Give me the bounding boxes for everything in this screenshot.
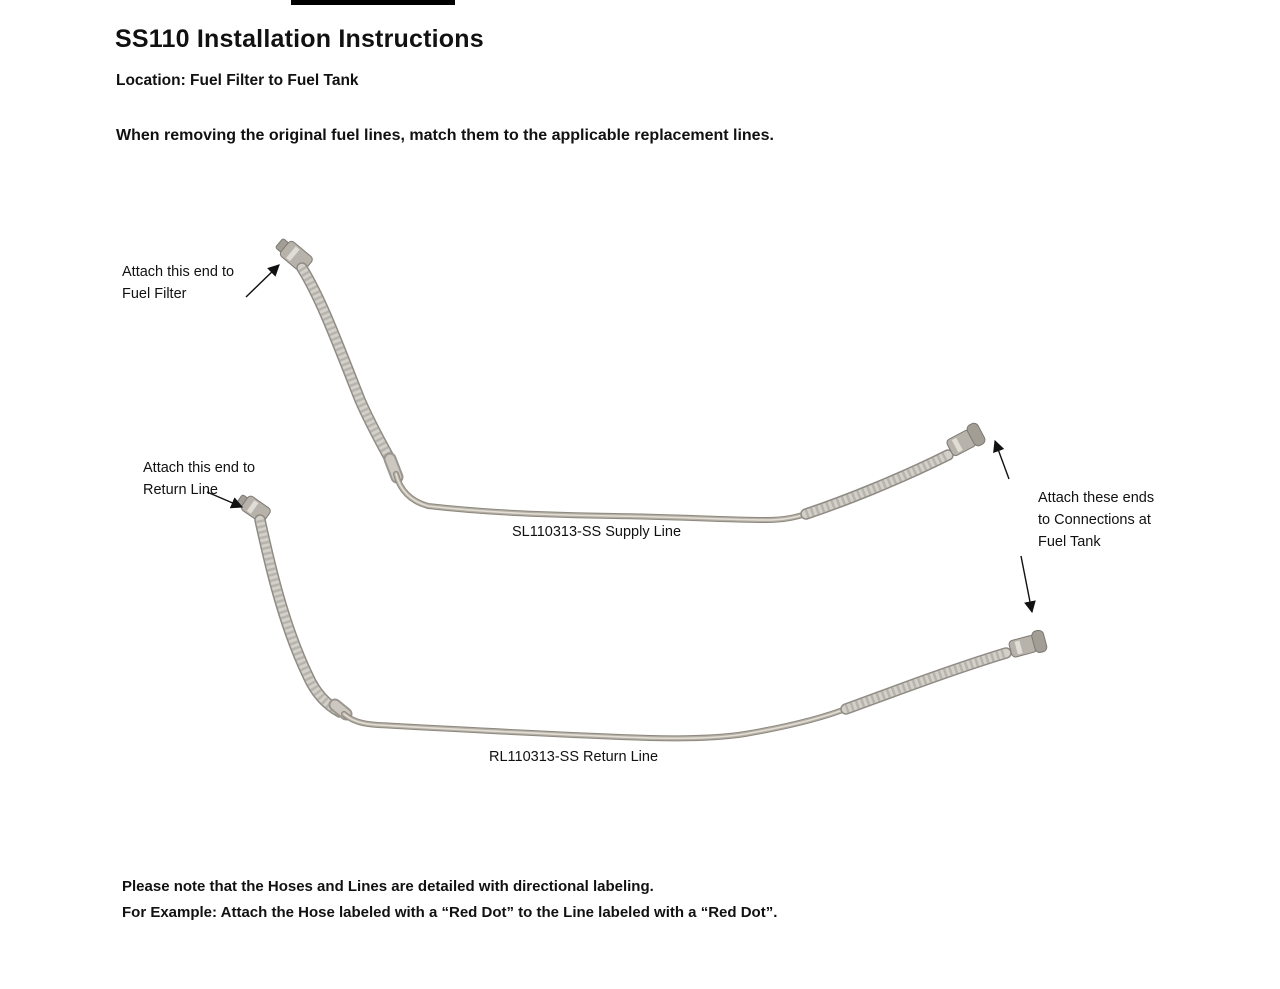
location-subtitle: Location: Fuel Filter to Fuel Tank — [116, 72, 359, 89]
page-title: SS110 Installation Instructions — [115, 25, 484, 53]
intro-instruction: When removing the original fuel lines, m… — [116, 127, 774, 144]
arrow-to-return-tank-end — [1020, 555, 1036, 614]
cropped-logo-artifact — [291, 0, 455, 5]
callout-return-line: Attach this end to Return Line — [143, 460, 256, 498]
return-line-label: RL110313-SS Return Line — [489, 749, 659, 765]
arrow-to-supply-tank-end — [993, 439, 1010, 480]
return-braided-hose-right — [840, 647, 1012, 715]
return-line-graphic — [236, 494, 1048, 742]
note-directional-labeling: Please note that the Hoses and Lines are… — [122, 878, 654, 895]
return-steel-tube — [341, 705, 851, 742]
supply-line-label: SL110313-SS Supply Line — [512, 524, 682, 540]
callout-arrows — [206, 264, 1036, 614]
supply-right-fitting — [946, 422, 986, 457]
supply-braided-hose-left — [296, 262, 397, 467]
supply-braided-hose-right — [800, 449, 954, 520]
callout-fuel-tank: Attach these ends to Connections at Fuel… — [1038, 490, 1155, 550]
supply-line-graphic — [275, 238, 986, 524]
supply-steel-tube — [393, 471, 811, 524]
arrow-to-fuel-filter-end — [245, 264, 280, 298]
callout-fuel-filter: Attach this end to Fuel Filter — [122, 264, 235, 302]
arrow-to-return-line-end — [206, 491, 244, 509]
return-right-fitting — [1008, 629, 1048, 658]
return-braided-hose-left — [254, 514, 346, 718]
note-red-dot-example: For Example: Attach the Hose labeled wit… — [122, 904, 778, 921]
